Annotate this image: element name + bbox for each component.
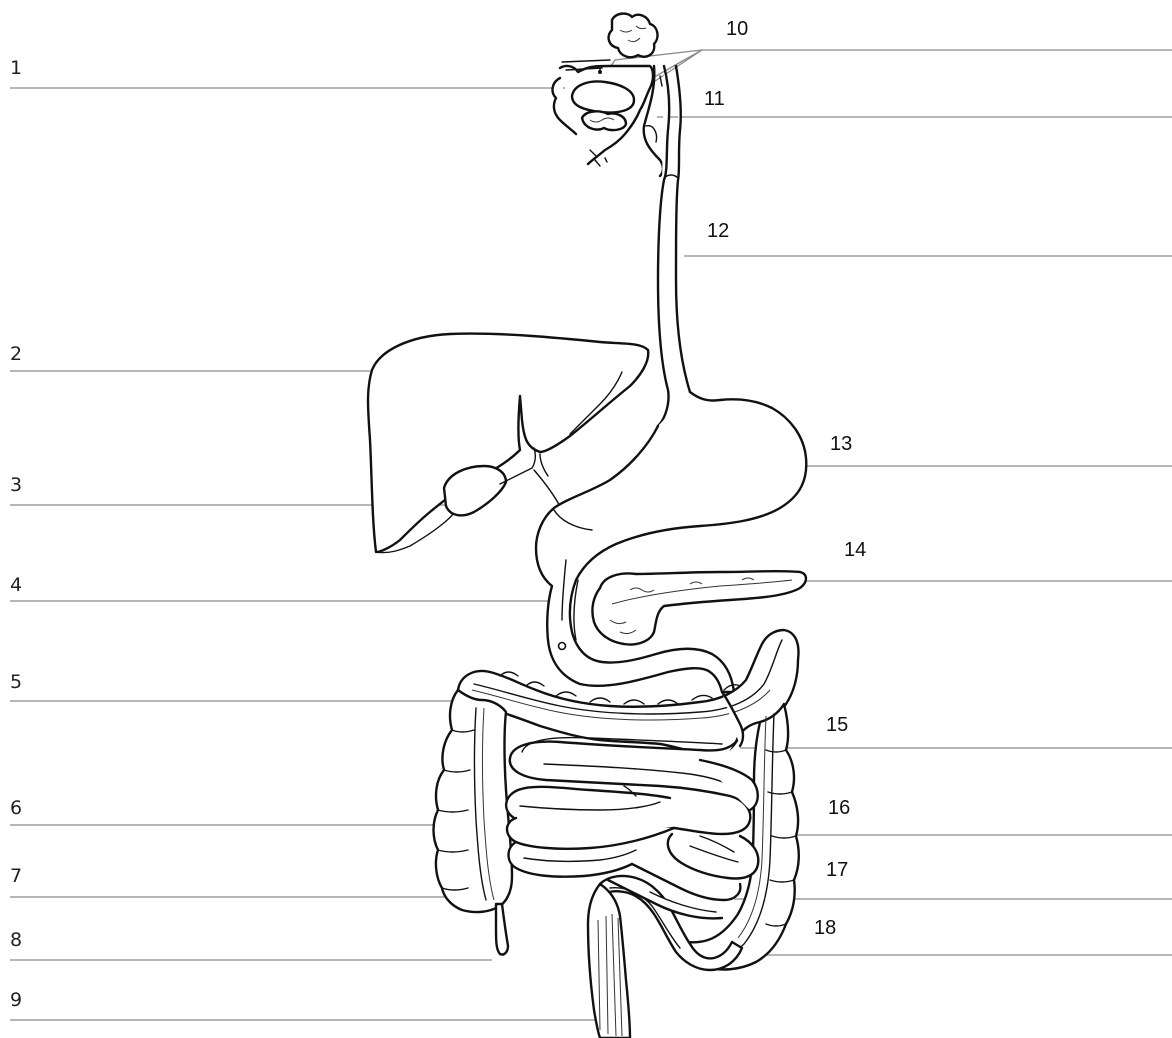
label-11: 11 xyxy=(704,88,725,110)
submandibular-gland xyxy=(582,111,626,130)
label-6: 6 xyxy=(10,797,22,819)
label-17: 17 xyxy=(826,859,848,881)
head-region xyxy=(553,14,663,176)
label-9: 9 xyxy=(10,989,22,1011)
esophagus-right-wall xyxy=(676,66,690,392)
label-16: 16 xyxy=(828,797,850,819)
label-2: 2 xyxy=(10,343,22,365)
label-14: 14 xyxy=(844,539,866,561)
label-12: 12 xyxy=(707,220,729,242)
label-5: 5 xyxy=(10,671,22,693)
label-3: 3 xyxy=(10,474,22,496)
rectum xyxy=(588,884,630,1038)
label-13: 13 xyxy=(830,433,852,455)
label-4: 4 xyxy=(10,574,22,596)
label-15: 15 xyxy=(826,714,848,736)
ascending-colon xyxy=(434,690,513,912)
label-18: 18 xyxy=(814,917,836,939)
label-7: 7 xyxy=(10,865,22,887)
label-10: 10 xyxy=(726,18,748,40)
transverse-colon xyxy=(458,630,798,755)
appendix xyxy=(496,904,508,955)
small-intestine xyxy=(506,736,758,918)
label-1: 1 xyxy=(10,57,22,79)
label-8: 8 xyxy=(10,929,22,951)
parotid-gland xyxy=(609,14,658,58)
esophagus xyxy=(658,66,669,426)
